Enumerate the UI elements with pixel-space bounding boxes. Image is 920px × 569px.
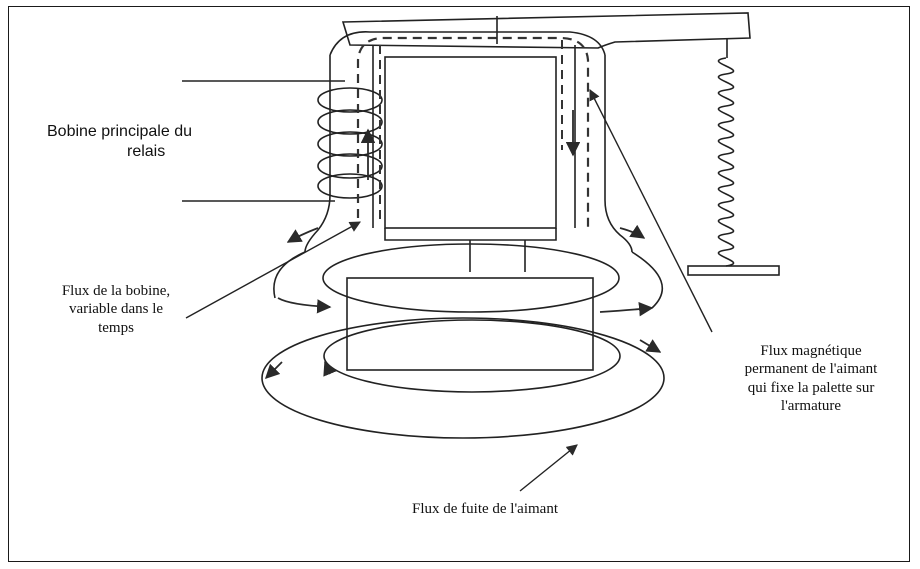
arrow-ellipse-right: [639, 339, 662, 353]
upper-flux-ellipse: [322, 243, 620, 313]
pointer-permanent-flux: [589, 88, 713, 333]
spring: [717, 38, 735, 267]
flux-flank-left: [273, 251, 306, 299]
arrow-ellipse-left: [264, 361, 283, 380]
pointer-coil-flux: [185, 221, 361, 319]
flux-dashed-loop: [356, 36, 590, 228]
spring-base: [687, 265, 780, 276]
permanent-magnet: [346, 277, 594, 371]
palette-bar: [341, 12, 751, 49]
core-outer: [304, 31, 633, 253]
label-coil-flux: Flux de la bobine, variable dans le temp…: [61, 283, 171, 336]
core-foot: [384, 228, 557, 241]
label-permanent-flux: Flux magnétique permanent de l'aimant qu…: [744, 343, 878, 414]
leak-ellipse-inner: [323, 319, 621, 393]
leak-ellipse-outer: [261, 317, 665, 439]
arrow-inner-left: [323, 360, 337, 377]
arrow-left-branch: [286, 227, 319, 243]
pointer-leak-flux: [519, 444, 578, 492]
label-coil-title: Bobine principale du relais: [47, 123, 192, 160]
arrow-magnet-right: [599, 302, 654, 317]
arrow-magnet-left: [277, 297, 332, 314]
diagram-frame: [8, 6, 910, 562]
label-leak-flux: Flux de fuite de l'aimant: [411, 501, 558, 517]
core-window: [384, 56, 557, 229]
flux-flank-right: [631, 251, 664, 309]
arrow-right-branch: [619, 224, 646, 239]
coil-windings: [317, 87, 383, 199]
